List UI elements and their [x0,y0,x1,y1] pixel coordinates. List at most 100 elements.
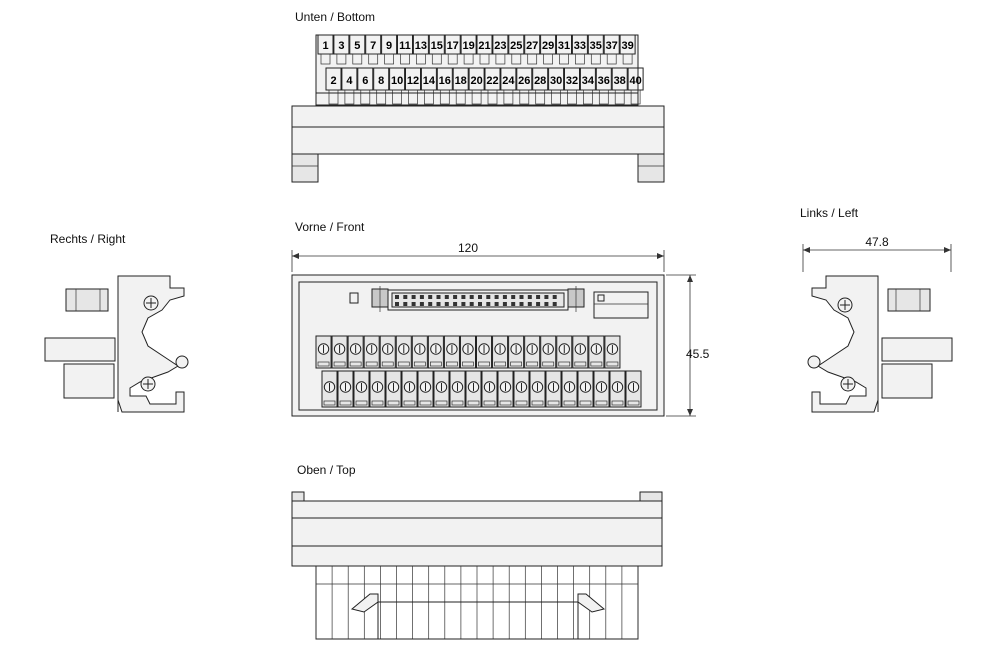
screw-icon [526,343,538,355]
screw-icon [462,343,474,355]
pin-label: 38 [614,75,626,87]
pin-label: 12 [407,75,419,87]
screw-icon [435,381,448,393]
pin-label: 27 [526,40,538,52]
screw-icon [499,381,512,393]
idc-pin [403,295,408,299]
idc-pin [403,302,408,306]
pin-label: 20 [470,75,482,87]
idc-pin [428,302,433,306]
screw-icon [339,381,352,393]
screw-icon [430,343,442,355]
screw-icon [542,343,554,355]
screw-icon [611,381,624,393]
screw-icon [382,343,394,355]
idc-pin [469,295,474,299]
pin-label: 24 [502,75,515,87]
left-profile [811,275,879,413]
idc-pin [527,302,532,306]
pin-label: 29 [542,40,554,52]
idc-pin [453,302,458,306]
screw-icon [419,381,432,393]
front-view-label: Vorne / Front [295,220,365,234]
screw-icon [349,343,362,355]
right-view-label: Rechts / Right [50,232,126,246]
screw-icon [387,381,400,393]
screw-icon [365,343,378,355]
screw-icon [451,381,464,393]
idc-pin [419,295,424,299]
screw-icon [467,381,480,393]
pin-label: 23 [494,40,506,52]
idc-pin [502,302,507,306]
pin-label: 18 [455,75,467,87]
pin-label: 32 [566,75,578,87]
idc-pin [527,295,532,299]
idc-pin [511,295,516,299]
screw-icon [606,343,619,355]
pin-label: 33 [574,40,586,52]
screw-icon [446,343,458,355]
left-view: 47.8 [802,235,953,413]
pin-label: 11 [399,40,411,52]
idc-pin [552,295,557,299]
screw-icon [483,381,496,393]
idc-pin [478,302,482,306]
pin-label: 22 [486,75,498,87]
pin-label: 40 [629,75,641,87]
bottom-view-label: Unten / Bottom [295,10,375,24]
screw-icon [547,381,560,393]
pin-label: 17 [447,40,459,52]
pin-label: 36 [598,75,610,87]
pin-label: 5 [354,40,360,52]
pin-label: 21 [478,40,490,52]
screw-icon [323,381,336,393]
pin-label: 39 [621,40,633,52]
screw-icon [840,376,856,392]
idc-pin [436,302,441,306]
idc-pin [494,295,499,299]
idc-pin [444,302,449,306]
pin-label: 19 [462,40,474,52]
screw-icon [398,343,410,355]
pin-label: 28 [534,75,546,87]
terminal-row-upper [315,335,621,369]
idc-pin [411,302,416,306]
pin-label: 8 [378,75,384,87]
front-view: 120 45.5 [291,241,710,417]
screw-icon [563,381,576,393]
screw-icon [140,376,156,392]
pin-label: 15 [431,40,443,52]
idc-pin [552,302,557,306]
idc-pin [444,295,449,299]
pin-label: 26 [518,75,530,87]
pin-label: 2 [330,75,336,87]
pin-label: 1 [322,40,328,52]
screw-icon [143,295,159,311]
pin-label: 10 [391,75,403,87]
idc-pin [486,302,491,306]
screw-icon [579,381,592,393]
screw-icon [837,297,853,313]
screw-icon [574,343,587,355]
idc-pin [519,295,524,299]
right-profile [117,275,185,413]
right-view [44,275,189,413]
pin-label: 14 [423,75,436,87]
width-dimension: 120 [458,241,478,255]
screw-icon [414,343,426,355]
idc-pin [536,302,541,306]
screw-icon [478,343,490,355]
pin-label: 9 [386,40,392,52]
idc-pin [544,295,549,299]
height-dimension: 45.5 [686,347,710,361]
screw-icon [558,343,570,355]
left-view-label: Links / Left [800,206,859,220]
screw-icon [590,343,603,355]
pin-label: 31 [558,40,570,52]
idc-pin [436,295,441,299]
screw-icon [371,381,384,393]
pin-label: 13 [415,40,427,52]
screw-icon [494,343,506,355]
